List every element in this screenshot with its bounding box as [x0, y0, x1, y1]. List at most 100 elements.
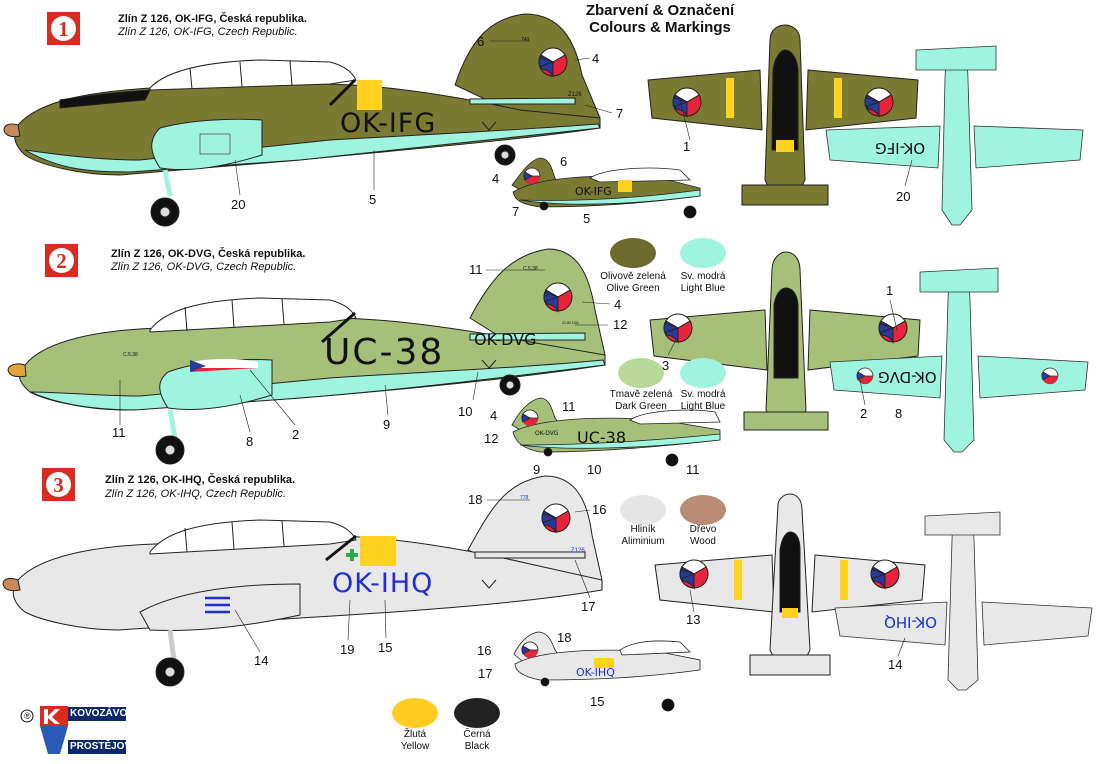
side-view-small-1	[511, 157, 701, 219]
swatch-yellow	[392, 698, 438, 728]
swatch-label-cs: Žlutá	[403, 729, 427, 740]
callout-label: 4	[490, 408, 498, 423]
swatch-label-en: Light Blue	[680, 401, 726, 412]
callout-label: 11	[469, 262, 483, 277]
callout-label: 7	[616, 106, 624, 121]
swatch-label-cs: Hliník	[630, 524, 656, 535]
callout-label: 4	[592, 51, 600, 66]
callout-label: 19	[340, 642, 355, 657]
registration-2: OK-DVG	[474, 330, 537, 349]
callout-label: 5	[583, 211, 591, 226]
sheet-title-en: Colours & Markings	[589, 19, 731, 36]
swatch-label-en: Wood	[690, 536, 716, 547]
caption-en-3: Zlín Z 126, OK-IHQ, Czech Republic.	[105, 488, 286, 500]
side-view-1	[3, 13, 601, 227]
callout-label: 7	[512, 204, 520, 219]
code-small-2: UC-38	[577, 428, 627, 447]
caption-en-1: Zlín Z 126, OK-IFG, Czech Republic.	[118, 26, 298, 38]
registration-small-3: OK-IHQ	[576, 666, 615, 679]
fuselage-serial-2: C.5.38	[123, 352, 138, 358]
callout-label: 16	[592, 502, 607, 517]
bottom-view-2	[829, 267, 1089, 453]
registration-wing-3: OK-IHQ	[884, 613, 937, 631]
swatch-wood	[680, 495, 726, 525]
callout-label: 15	[590, 694, 605, 709]
callout-label: 11	[686, 462, 700, 477]
callout-label: 12	[484, 431, 499, 446]
fin-text-1: Z126	[568, 92, 582, 98]
fin-serial-3: 778	[520, 495, 529, 501]
registration-wing-2: OK-DVG	[878, 368, 937, 386]
callout-label: 14	[254, 653, 269, 668]
swatch-label-cs: Olivově zelená	[600, 271, 666, 282]
registration-wing-1: OK-IFG	[875, 139, 926, 157]
swatch-label-cs: Sv. modrá	[680, 389, 726, 400]
callout-label: 17	[581, 599, 596, 614]
fin-serial-1: 749	[521, 37, 530, 43]
callout-label: 15	[378, 640, 393, 655]
top-view-1	[647, 24, 919, 206]
variant-badge-1: 1	[47, 12, 80, 45]
kovozavody-logo	[20, 706, 126, 754]
top-view-2	[649, 251, 921, 431]
variant-badge-2: 2	[45, 244, 78, 277]
top-view-3	[654, 493, 926, 676]
callout-label: 6	[560, 154, 568, 169]
callout-label: 2	[860, 406, 868, 421]
swatch-dark-green	[618, 358, 664, 388]
leader-lines	[119, 40, 913, 657]
swatch-label-en: Aliminium	[621, 536, 665, 547]
registration-small-1: OK-IFG	[575, 185, 612, 198]
swatch-label-cs: Tmavě zelená	[609, 389, 673, 400]
callout-label: 2	[292, 427, 300, 442]
callout-label: 8	[895, 406, 903, 421]
swatch-label-en: Olive Green	[606, 283, 660, 294]
callout-label: 20	[896, 189, 911, 204]
callout-label: 10	[587, 462, 602, 477]
fin-text-3: Z126	[571, 548, 585, 554]
fin-serial-2: C.5.38	[523, 266, 538, 272]
caption-cs-3: Zlín Z 126, OK-IHQ, Česká republika.	[105, 474, 296, 486]
swatch-light-blue-2	[680, 358, 726, 388]
swatch-label-cs: Černá	[463, 729, 491, 740]
callout-label: 13	[686, 612, 701, 627]
swatch-label-cs: Sv. modrá	[680, 271, 726, 282]
swatch-label-en: Dark Green	[615, 401, 667, 412]
callout-label: 16	[477, 643, 492, 658]
callout-label: 20	[231, 197, 246, 212]
callout-label: 11	[112, 425, 126, 440]
swatch-black	[454, 698, 500, 728]
logo-line2: PROSTĚJOV	[70, 741, 132, 752]
side-view-2	[7, 248, 606, 465]
swatch-light-blue	[680, 238, 726, 268]
callout-label: 11	[562, 399, 576, 414]
callout-label: 18	[557, 630, 572, 645]
bottom-view-1	[825, 45, 1084, 226]
side-view-small-2	[511, 397, 721, 467]
bottom-view-3	[834, 511, 1093, 691]
swatch-label-en: Light Blue	[680, 283, 726, 294]
callout-label: 1	[683, 139, 691, 154]
swatch-olive-green	[610, 238, 656, 268]
swatch-label-cs: Dřevo	[689, 524, 717, 535]
callout-label: 18	[468, 492, 483, 507]
callout-label: 9	[533, 462, 541, 477]
side-view-small-3	[513, 631, 701, 712]
registered-mark: ®	[24, 711, 31, 721]
callout-label: 12	[613, 317, 628, 332]
callout-label: 14	[888, 657, 903, 672]
callout-label: 3	[662, 358, 670, 373]
swatch-label-en: Yellow	[400, 741, 430, 752]
callout-label: 6	[477, 34, 485, 49]
sheet-title-cs: Zbarvení & Označení	[585, 2, 735, 19]
caption-cs-2: Zlín Z 126, OK-DVG, Česká republika.	[111, 248, 306, 260]
logo-line1: KOVOZÁVODY	[70, 708, 142, 719]
callout-label: 5	[369, 192, 377, 207]
side-view-3	[2, 475, 603, 687]
caption-cs-1: Zlín Z 126, OK-IFG, Česká republika.	[118, 13, 307, 25]
swatch-aluminium	[620, 495, 666, 525]
callout-label: 4	[614, 297, 622, 312]
callout-label: 9	[383, 417, 391, 432]
